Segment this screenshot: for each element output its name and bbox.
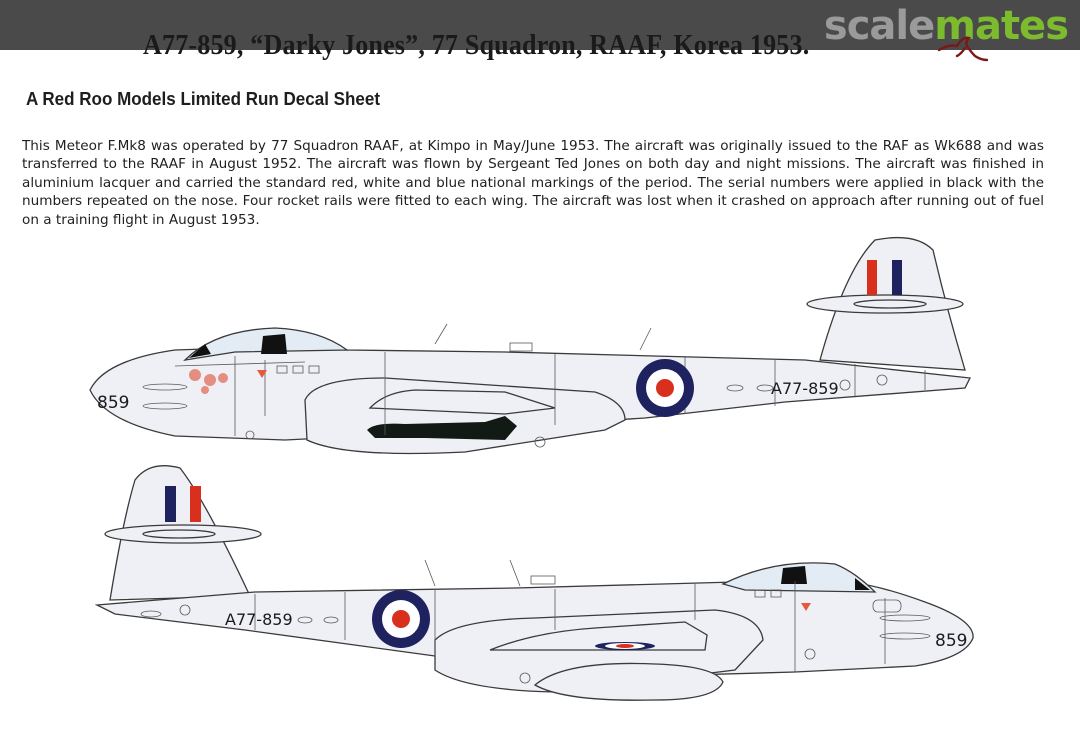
- sheet-title: A77-859, “Darky Jones”, 77 Squadron, RAA…: [143, 30, 810, 61]
- fin-flash-red: [867, 260, 877, 295]
- aircraft-profile-starboard: A77-859 859: [95, 465, 974, 701]
- nose-number: 859: [97, 393, 129, 413]
- warning-triangle-icon: [257, 370, 267, 378]
- roundel-icon: [636, 359, 694, 417]
- sheet-subtitle: A Red Roo Models Limited Run Decal Sheet: [26, 88, 380, 109]
- description-text: This Meteor F.Mk8 was operated by 77 Squ…: [22, 138, 1044, 228]
- warning-triangle-icon: [801, 603, 811, 611]
- aircraft-profile-port: 859 A77-859: [89, 236, 971, 455]
- fin-flash-blue: [892, 260, 902, 295]
- nose-art-icon: [189, 369, 228, 394]
- serial-number: A77-859: [771, 379, 839, 398]
- aircraft-description: This Meteor F.Mk8 was operated by 77 Squ…: [22, 137, 1044, 229]
- fin-flash-red: [190, 486, 201, 522]
- fin-flash-blue: [165, 486, 176, 522]
- kangaroo-logo-icon: [937, 36, 989, 62]
- scalemates-logo[interactable]: scalemates: [823, 2, 1069, 50]
- nose-number: 859: [935, 631, 967, 651]
- serial-number: A77-859: [225, 610, 293, 629]
- logo-scale-text: scale: [823, 3, 935, 49]
- roundel-icon: [372, 590, 430, 648]
- logo-mates-text: mates: [934, 3, 1069, 49]
- rocket-rail-icon: [367, 416, 517, 440]
- site-header-bar: scalemates: [0, 0, 1080, 50]
